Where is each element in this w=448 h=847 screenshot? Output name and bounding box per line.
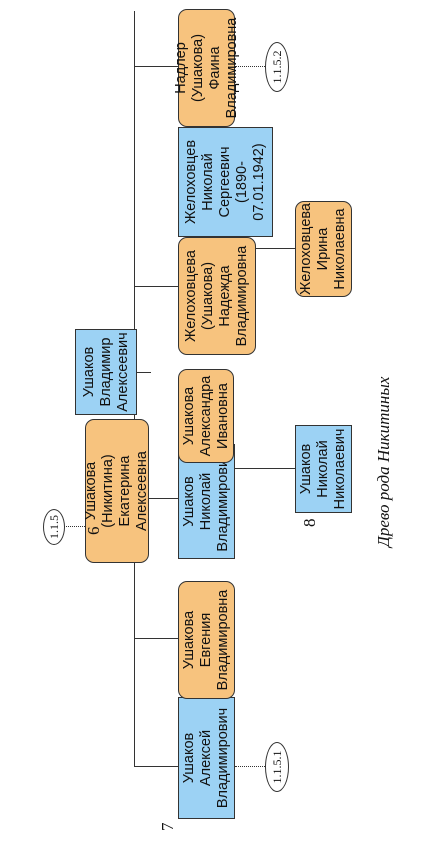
- name-line: Екатерина: [117, 455, 133, 527]
- name-line: Владимир: [97, 337, 114, 407]
- name-line: Надлер: [172, 42, 189, 94]
- name-line: Николаевич: [332, 428, 348, 510]
- name-line: Николай: [200, 153, 216, 211]
- page-number-seven: 7: [158, 822, 177, 832]
- name-line: (Ушакова): [189, 33, 206, 103]
- person-ushakova-evgenia: Ушакова Евгения Владимировна: [178, 581, 235, 699]
- page-number-eight: 8: [300, 518, 319, 528]
- name-line: Ушаков: [298, 443, 314, 495]
- name-line: 07.01.1942): [251, 143, 267, 221]
- name-line: Алексей: [198, 729, 214, 787]
- name-line: Ушаков: [181, 476, 197, 527]
- name-line: Владимирович: [215, 451, 231, 552]
- name-line: Евгения: [198, 612, 214, 668]
- name-line: Ивановна: [214, 383, 231, 449]
- ref-oval-aleksey: 1.1.5.1: [265, 742, 289, 792]
- name-line: Владимировна: [215, 589, 231, 691]
- ref-oval-faina: 1.1.5.2: [265, 42, 289, 92]
- name-line: Ушаков: [80, 346, 97, 398]
- name-line: Владимировна: [234, 245, 250, 347]
- name-line: Желоховцев: [183, 139, 199, 225]
- name-line: Николай: [198, 472, 214, 531]
- name-line: Ушакова: [180, 386, 197, 446]
- name-line: Александра: [197, 375, 214, 457]
- ref-link-root: [63, 526, 85, 527]
- ref-oval-root: 1.1.5: [43, 509, 65, 545]
- name-line: Сергеевич: [217, 146, 233, 218]
- connector-faina: [134, 65, 178, 67]
- person-ushakova-ekaterina: Ушакова (Никитина) Екатерина Алексеевна: [83, 419, 150, 563]
- name-line: Ушаков: [181, 732, 197, 784]
- person-ushakova-aleksandra: Ушакова Александра Ивановна: [178, 369, 234, 463]
- person-zhelokhovtseva-nadezhda: Желоховцева (Ушакова) Надежда Владимиров…: [178, 237, 256, 355]
- name-line: Надежда: [217, 265, 233, 327]
- person-ushakov-aleksey: Ушаков Алексей Владимирович: [178, 697, 235, 819]
- person-zhelokhovtsev-nikolay: Желоховцев Николай Сергеевич (1890- 07.0…: [178, 127, 273, 237]
- connector-aleksey: [134, 765, 178, 767]
- name-line: Фаина: [206, 46, 223, 90]
- name-line: Ушакова: [181, 610, 197, 670]
- person-ushakov-vladimir: Ушаков Владимир Алексеевич: [75, 329, 137, 415]
- person-zhelokhovtseva-irina: Желоховцева Ирина Николаевна: [295, 201, 352, 297]
- name-line: Алексеевна: [134, 451, 150, 531]
- name-line: (Ушакова): [200, 261, 216, 331]
- connector-nadezhda: [134, 285, 178, 287]
- name-line: Желоховцева: [183, 250, 199, 342]
- name-line: Владимировна: [223, 17, 240, 119]
- name-line: (Никитина): [100, 454, 116, 528]
- name-line: Желоховцева: [298, 203, 314, 295]
- person-ushakov-nikolay-nikolaevich: Ушаков Николай Николаевич: [295, 425, 352, 513]
- name-line: Николаевна: [332, 208, 348, 290]
- page-number-six: 6: [84, 526, 103, 536]
- person-nadler-faina: Надлер (Ушакова) Фаина Владимировна: [173, 9, 240, 127]
- connector-evgenia: [134, 637, 178, 639]
- ref-link-aleksey: [235, 766, 265, 767]
- name-line: Ирина: [315, 227, 331, 271]
- name-line: Ушакова: [83, 461, 99, 521]
- name-line: (1890-: [234, 161, 250, 203]
- name-line: Владимирович: [215, 707, 231, 809]
- diagram-caption: Древо рода Никитиных: [374, 376, 393, 547]
- name-line: Николай: [315, 440, 331, 498]
- name-line: Алексеевич: [114, 332, 131, 412]
